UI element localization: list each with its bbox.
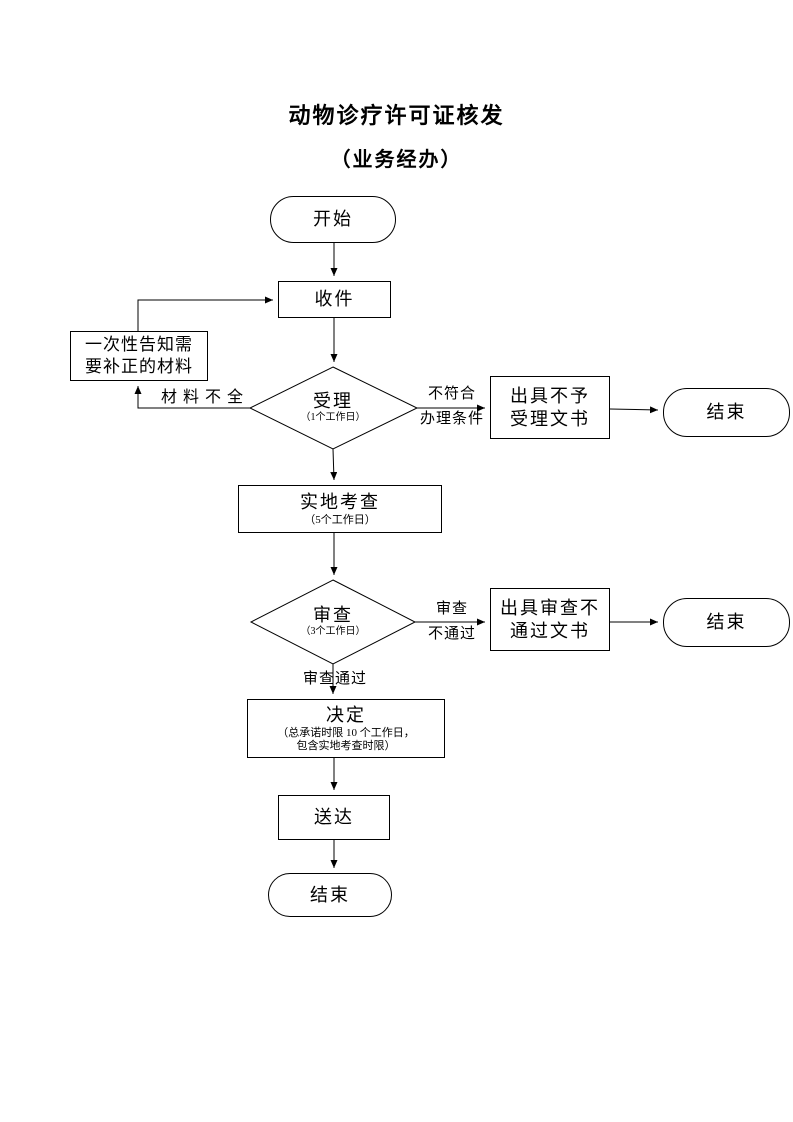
decision-duration-note-line2: 包含实地考查时限） — [296, 739, 396, 752]
label-not-qualified-line1: 不符合 — [427, 386, 476, 402]
notify-correction-box: 一次性告知需 要补正的材料 — [70, 331, 208, 381]
notify-correction-line1: 一次性告知需 — [85, 334, 193, 354]
review-duration-note: （3个工作日） — [300, 625, 366, 637]
label-not-qualified-line2: 办理条件 — [419, 411, 484, 427]
arrow-notify-to-receive — [137, 296, 273, 331]
deliver-box: 送达 — [278, 795, 390, 840]
decision-box: 决定 （总承诺时限 10 个工作日， 包含实地考查时限） — [247, 699, 445, 758]
arrow-accept-to-notify — [134, 386, 251, 409]
start-label: 开始 — [313, 209, 353, 230]
end3-label: 结束 — [310, 884, 350, 905]
end1-label: 结束 — [706, 402, 747, 423]
end-terminator-2: 结束 — [663, 598, 790, 647]
arrow-accept-to-inspect — [330, 448, 338, 481]
reject-document-line1: 出具不予 — [510, 386, 590, 406]
review-diamond-text: 审查 （3个工作日） — [263, 597, 403, 647]
accept-diamond-text: 受理 （1个工作日） — [263, 383, 403, 433]
label-review-fail-line2: 不通过 — [427, 626, 476, 642]
label-materials-incomplete: 材料不全 — [160, 389, 249, 406]
site-inspection-duration-note: （5个工作日） — [304, 513, 376, 526]
review-fail-document-line1: 出具审查不 — [500, 598, 600, 618]
review-decision-diamond — [249, 579, 417, 665]
reject-document-box: 出具不予 受理文书 — [490, 376, 610, 439]
accept-label: 受理 — [313, 391, 353, 412]
accept-decision-diamond — [248, 366, 419, 450]
label-not-qualified: 不符合 办理条件 — [418, 385, 486, 428]
label-review-fail-line1: 审查 — [435, 601, 468, 617]
end2-label: 结束 — [706, 612, 747, 633]
start-terminator: 开始 — [270, 196, 396, 243]
site-inspection-box: 实地考查 （5个工作日） — [238, 485, 442, 533]
end-terminator-3: 结束 — [268, 873, 392, 917]
page-title: 动物诊疗许可证核发 — [288, 103, 505, 128]
decision-duration-note-line1: （总承诺时限 10 个工作日， — [277, 726, 415, 739]
end-terminator-1: 结束 — [663, 388, 790, 437]
deliver-label: 送达 — [314, 807, 354, 828]
decision-label: 决定 — [326, 705, 366, 726]
review-label: 审查 — [313, 605, 353, 626]
notify-correction-line2: 要补正的材料 — [85, 357, 193, 376]
review-fail-document-box: 出具审查不 通过文书 — [490, 588, 610, 651]
arrow-reject-doc-to-end1 — [609, 406, 659, 414]
page-subtitle: （业务经办） — [330, 149, 463, 171]
label-review-pass: 审查通过 — [302, 671, 367, 687]
accept-duration-note: （1个工作日） — [300, 411, 366, 423]
review-fail-document-line2: 通过文书 — [510, 620, 590, 641]
reject-document-line2: 受理文书 — [510, 408, 590, 429]
receive-label: 收件 — [314, 289, 355, 310]
site-inspection-label: 实地考查 — [300, 492, 380, 513]
label-review-fail: 审查 不通过 — [418, 600, 486, 643]
receive-box: 收件 — [278, 281, 391, 318]
